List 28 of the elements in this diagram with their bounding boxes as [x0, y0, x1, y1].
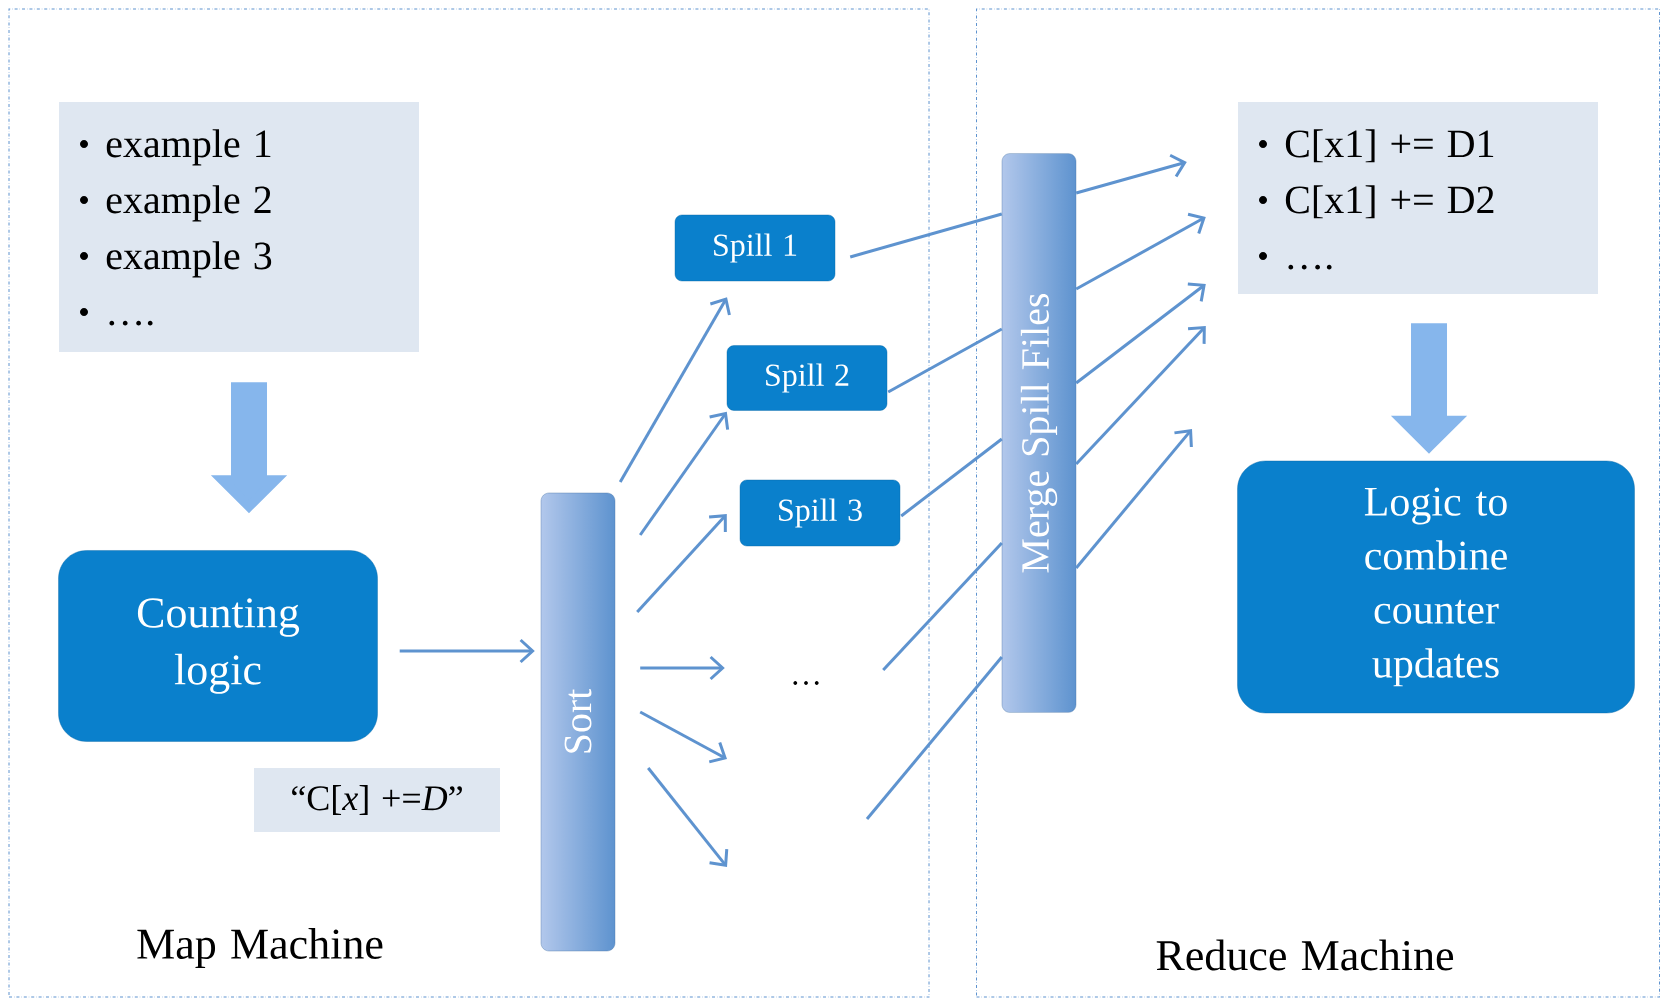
arrow: [1075, 282, 1206, 385]
sort-bar: Sort: [540, 492, 616, 952]
spill-box: Spill 2: [726, 345, 888, 411]
spill-box: Spill 3: [739, 479, 901, 547]
arrow: [639, 710, 727, 764]
arrow: [1075, 212, 1206, 291]
arrow: [618, 297, 731, 483]
arrow: [1075, 429, 1193, 569]
spill-box: Spill 1: [674, 214, 836, 282]
arrow: [640, 655, 725, 681]
arrow: [647, 767, 729, 867]
connector-line: [882, 541, 1003, 672]
process-box: Logic to combine counter updates: [1237, 460, 1635, 714]
process-box: Counting logic: [58, 550, 378, 742]
arrow: [399, 638, 535, 664]
merge-bar: Merge Spill Files: [1001, 153, 1077, 713]
connector-line: [887, 327, 1003, 394]
ellipsis-text: …: [793, 681, 819, 685]
connector-line: [849, 212, 1003, 259]
example-list-box: example 1 example 2 example 3 ….: [59, 102, 419, 352]
connector-line: [865, 656, 1003, 820]
arrow: [636, 514, 727, 613]
arrow: [639, 411, 730, 536]
arrow: [1075, 326, 1206, 466]
connector-line: [900, 437, 1003, 518]
arrow: [1075, 153, 1187, 195]
update-list-box: C[x1] += D1 C[x1] += D2 ….: [1238, 102, 1598, 294]
code-label-box: “C[x] +=D”: [254, 768, 500, 832]
